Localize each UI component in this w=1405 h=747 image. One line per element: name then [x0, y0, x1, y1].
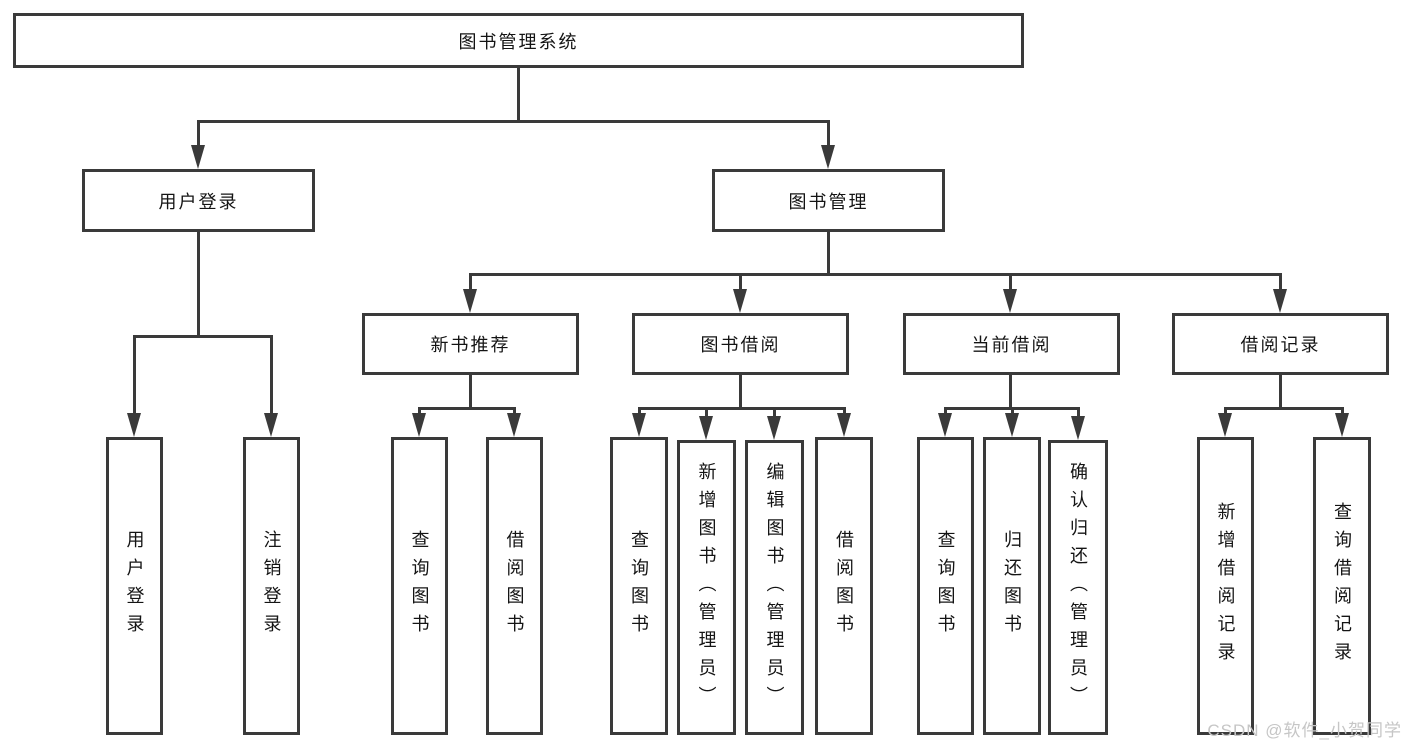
- connector-horizontal-line: [469, 273, 1282, 276]
- node-label: 编辑图书（管理员）: [764, 461, 785, 714]
- connector-vertical-line: [197, 232, 200, 335]
- arrow-down-icon: [821, 145, 835, 169]
- arrow-down-icon: [837, 413, 851, 437]
- arrow-down-icon: [412, 413, 426, 437]
- connector-vertical-line: [944, 407, 947, 417]
- arrow-down-icon: [699, 416, 713, 440]
- leaf-records-add-record: 新增借阅记录: [1197, 437, 1254, 735]
- node-label: 用户登录: [124, 530, 145, 642]
- node-label: 查询图书: [935, 530, 956, 642]
- connector-vertical-line: [1224, 407, 1227, 417]
- connector-vertical-line: [270, 335, 273, 415]
- node-label: 借阅图书: [504, 530, 525, 642]
- node-label: 查询图书: [409, 530, 430, 642]
- node-label: 新书推荐: [430, 335, 511, 355]
- leaf-user-login: 用户登录: [106, 437, 163, 735]
- node-label: 图书借阅: [700, 335, 781, 355]
- arrow-down-icon: [767, 416, 781, 440]
- node-label: 新增借阅记录: [1215, 502, 1236, 670]
- connector-vertical-line: [827, 120, 830, 148]
- arrow-down-icon: [1218, 413, 1232, 437]
- node-user-login: 用户登录: [82, 169, 315, 232]
- connector-vertical-line: [513, 407, 516, 417]
- connector-horizontal-line: [638, 407, 846, 410]
- node-label: 图书管理系统: [458, 31, 579, 52]
- node-label: 借阅图书: [834, 530, 854, 642]
- node-label: 借阅记录: [1240, 335, 1321, 355]
- connector-vertical-line: [705, 407, 708, 419]
- leaf-borrowing-query-books: 查询图书: [610, 437, 668, 735]
- leaf-logout: 注销登录: [243, 437, 300, 735]
- connector-vertical-line: [773, 407, 776, 419]
- connector-vertical-line: [827, 232, 830, 273]
- node-label: 查询借阅记录: [1332, 502, 1352, 670]
- arrow-down-icon: [733, 289, 747, 313]
- arrow-down-icon: [264, 413, 278, 437]
- leaf-borrowing-borrow-books: 借阅图书: [815, 437, 873, 735]
- arrow-down-icon: [632, 413, 646, 437]
- connector-vertical-line: [1077, 407, 1080, 419]
- arrow-down-icon: [1273, 289, 1287, 313]
- leaf-recommend-query-books: 查询图书: [391, 437, 448, 735]
- watermark: CSDN @软件_小贺同学: [1207, 721, 1402, 740]
- connector-horizontal-line: [418, 407, 516, 410]
- connector-vertical-line: [1011, 407, 1014, 417]
- node-label: 归还图书: [1002, 530, 1022, 642]
- node-label: 注销登录: [261, 530, 282, 642]
- leaf-recommend-borrow-books: 借阅图书: [486, 437, 543, 735]
- node-label: 当前借阅: [971, 335, 1052, 355]
- connector-vertical-line: [133, 335, 136, 415]
- connector-vertical-line: [418, 407, 421, 417]
- connector-vertical-line: [1341, 407, 1344, 417]
- connector-vertical-line: [1279, 273, 1282, 292]
- arrow-down-icon: [191, 145, 205, 169]
- node-label: 新增图书（管理员）: [696, 461, 717, 714]
- arrow-down-icon: [127, 413, 141, 437]
- node-label: 查询图书: [629, 530, 649, 642]
- connector-vertical-line: [739, 375, 742, 407]
- arrow-down-icon: [1003, 289, 1017, 313]
- connector-vertical-line: [1279, 375, 1282, 407]
- node-new-book-recommendation: 新书推荐: [362, 313, 579, 375]
- connector-vertical-line: [843, 407, 846, 417]
- arrow-down-icon: [507, 413, 521, 437]
- connector-vertical-line: [1009, 375, 1012, 407]
- node-label: 用户登录: [158, 191, 239, 212]
- connector-vertical-line: [469, 273, 472, 292]
- node-library-management-system: 图书管理系统: [13, 13, 1024, 68]
- node-label: 图书管理: [788, 191, 869, 212]
- connector-horizontal-line: [133, 335, 273, 338]
- arrow-down-icon: [1005, 413, 1019, 437]
- connector-vertical-line: [469, 375, 472, 407]
- node-current-borrowing: 当前借阅: [903, 313, 1120, 375]
- connector-vertical-line: [638, 407, 641, 417]
- connector-vertical-line: [197, 120, 200, 148]
- arrow-down-icon: [463, 289, 477, 313]
- node-label: 确认归还（管理员）: [1068, 461, 1088, 714]
- arrow-down-icon: [1335, 413, 1349, 437]
- arrow-down-icon: [938, 413, 952, 437]
- connector-vertical-line: [1009, 273, 1012, 292]
- arrow-down-icon: [1071, 416, 1085, 440]
- leaf-records-query-record: 查询借阅记录: [1313, 437, 1371, 735]
- leaf-current-return-books: 归还图书: [983, 437, 1041, 735]
- connector-vertical-line: [517, 68, 520, 120]
- connector-horizontal-line: [1224, 407, 1344, 410]
- node-borrowing-records: 借阅记录: [1172, 313, 1389, 375]
- leaf-borrowing-edit-books-admin: 编辑图书（管理员）: [745, 440, 804, 735]
- leaf-borrowing-add-books-admin: 新增图书（管理员）: [677, 440, 736, 735]
- node-book-borrowing: 图书借阅: [632, 313, 849, 375]
- connector-horizontal-line: [944, 407, 1080, 410]
- connector-horizontal-line: [197, 120, 830, 123]
- leaf-current-query-books: 查询图书: [917, 437, 974, 735]
- node-book-management: 图书管理: [712, 169, 945, 232]
- leaf-current-confirm-return-admin: 确认归还（管理员）: [1048, 440, 1108, 735]
- connector-vertical-line: [739, 273, 742, 292]
